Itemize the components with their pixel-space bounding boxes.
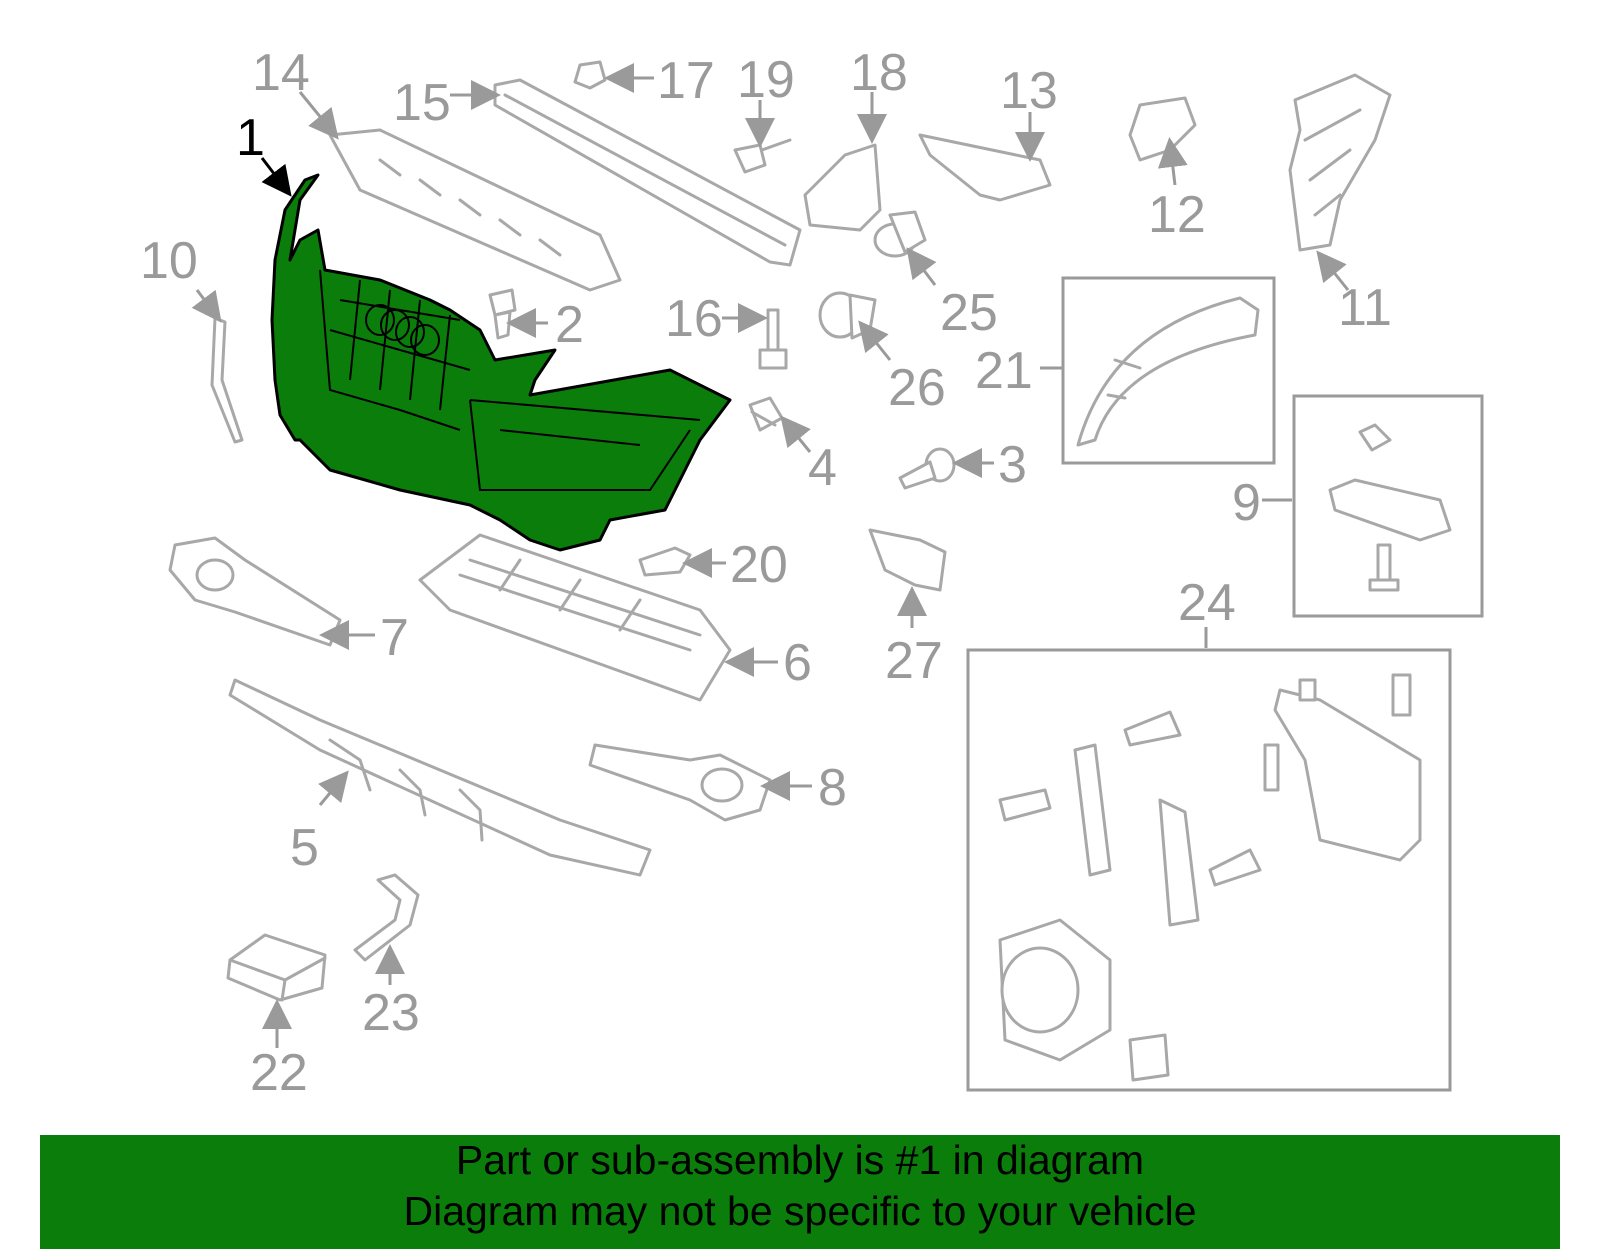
banner-line-2: Diagram may not be specific to your vehi… bbox=[403, 1188, 1197, 1234]
leader-1 bbox=[260, 157, 292, 197]
part-20-cap bbox=[638, 546, 692, 577]
part-1-bumper-cover bbox=[270, 173, 732, 552]
parts-diagram: 1 2 3 4 5 6 7 8 9 10 11 12 13 14 15 16 1… bbox=[140, 44, 1484, 1102]
leader-14 bbox=[298, 91, 339, 140]
callout-24: 24 bbox=[1178, 574, 1236, 632]
callout-7: 7 bbox=[380, 609, 409, 667]
callout-1: 1 bbox=[236, 109, 265, 167]
callout-12: 12 bbox=[1148, 186, 1206, 244]
callout-9: 9 bbox=[1232, 474, 1261, 532]
part-9-components bbox=[1328, 423, 1452, 592]
part-22-module bbox=[226, 933, 327, 1002]
leader-5 bbox=[318, 770, 349, 806]
leader-26 bbox=[858, 320, 892, 361]
callout-20: 20 bbox=[730, 536, 788, 594]
callout-23: 23 bbox=[362, 984, 420, 1042]
callout-27: 27 bbox=[885, 632, 943, 690]
part-24-components bbox=[998, 673, 1422, 1082]
info-banner: Part or sub-assembly is #1 in diagram Di… bbox=[40, 1135, 1560, 1249]
callout-15: 15 bbox=[393, 74, 451, 132]
part-7-grille bbox=[168, 536, 342, 647]
callout-11: 11 bbox=[1338, 279, 1392, 337]
leader-lines bbox=[191, 63, 1350, 1048]
part-23-bracket bbox=[353, 873, 420, 962]
callout-13: 13 bbox=[1000, 62, 1058, 120]
callout-22: 22 bbox=[250, 1044, 308, 1102]
callout-19: 19 bbox=[737, 51, 795, 109]
part-17-nut bbox=[573, 60, 607, 90]
callout-3: 3 bbox=[998, 436, 1027, 494]
leader-11 bbox=[1316, 250, 1350, 291]
callout-26: 26 bbox=[888, 359, 946, 417]
leader-25 bbox=[906, 247, 937, 286]
callout-6: 6 bbox=[783, 634, 812, 692]
part-2-bolt bbox=[488, 288, 517, 340]
part-19-bolt bbox=[733, 138, 792, 174]
part-8-grille bbox=[588, 743, 772, 822]
banner-line-1: Part or sub-assembly is #1 in diagram bbox=[455, 1137, 1145, 1183]
leader-10 bbox=[191, 289, 222, 323]
callout-5: 5 bbox=[290, 819, 319, 877]
callout-25: 25 bbox=[940, 284, 998, 342]
callout-21: 21 bbox=[975, 342, 1033, 400]
callout-8: 8 bbox=[818, 759, 847, 817]
part-11-bracket bbox=[1288, 73, 1392, 252]
part-3-screw bbox=[898, 447, 956, 490]
callout-labels: 1 2 3 4 5 6 7 8 9 10 11 12 13 14 15 16 1… bbox=[140, 44, 1392, 1102]
box-24 bbox=[966, 648, 1452, 1092]
part-5-spoiler bbox=[228, 678, 652, 877]
box-9 bbox=[1292, 394, 1484, 618]
part-25-sensor bbox=[873, 210, 927, 258]
box-21 bbox=[1061, 276, 1276, 465]
part-10-strip bbox=[210, 316, 244, 444]
part-27-cover bbox=[868, 528, 947, 592]
callout-4: 4 bbox=[808, 439, 837, 497]
callout-2: 2 bbox=[555, 296, 584, 354]
callout-16: 16 bbox=[665, 290, 723, 348]
part-14-absorber bbox=[328, 128, 622, 292]
callout-17: 17 bbox=[657, 52, 715, 110]
callout-18: 18 bbox=[850, 44, 908, 102]
callout-10: 10 bbox=[140, 232, 198, 290]
leader-12 bbox=[1157, 137, 1188, 186]
callout-14: 14 bbox=[252, 44, 310, 102]
part-12-cover bbox=[1128, 96, 1197, 162]
part-21-arch bbox=[1076, 296, 1260, 447]
part-4-clip bbox=[748, 396, 784, 432]
leader-4 bbox=[780, 415, 812, 453]
part-16-bolt bbox=[758, 308, 788, 370]
part-18-bracket bbox=[803, 143, 882, 232]
